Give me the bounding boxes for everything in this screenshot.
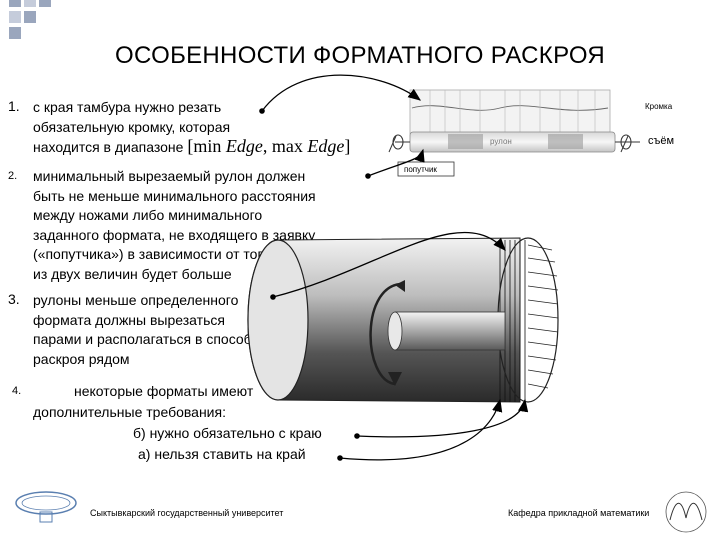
tambour-drum: [388, 89, 640, 177]
text-line: обязательную кромку, которая: [33, 118, 231, 135]
text-line: быть не меньше минимального расстояния: [33, 187, 316, 204]
text-line: («попутчика») в зависимости от того кака…: [33, 246, 314, 262]
text-line: парами и располагаться в способе: [33, 331, 260, 347]
text-line: между ножами либо минимального: [33, 207, 263, 223]
math-max: max: [271, 136, 303, 156]
footer-department: Кафедра прикладной математики: [508, 508, 650, 518]
item-number: 1.: [8, 98, 20, 114]
connector-arrows: [261, 74, 529, 461]
corner-decoration: [9, 11, 21, 23]
math-var: Edge: [225, 136, 263, 156]
item-4-line-1: некоторые форматы имеют: [74, 383, 254, 399]
kromka-label: Кромка: [645, 102, 673, 111]
text-line: формата должны вырезаться: [33, 311, 225, 328]
page-title: ОСОБЕННОСТИ ФОРМАТНОГО РАСКРОЯ: [115, 42, 605, 69]
text-line: заданного формата, не входящего в заявку: [33, 226, 316, 243]
university-logo: [15, 491, 77, 523]
text-line: раскроя рядом: [33, 350, 130, 367]
corner-decoration: [24, 0, 36, 7]
department-logo: [665, 491, 707, 533]
item-4-line-2: дополнительные требования:: [33, 404, 226, 420]
sjom-label: съём: [648, 135, 675, 147]
text-line-part: находится в диапазоне: [33, 139, 184, 155]
text-line: из двух величин будет больше: [33, 265, 232, 282]
item-number: 4.: [12, 385, 22, 397]
footer-university: Сыктывкарский государственный университе…: [90, 508, 284, 518]
text-line: находится в диапазоне [min Edge, max Edg…: [33, 136, 363, 158]
corner-decoration: [9, 27, 21, 39]
math-min: min: [193, 136, 222, 156]
big-roll: [247, 237, 559, 403]
corner-decoration: [24, 11, 36, 23]
item-1-text: с края тамбура нужно резать обязательную…: [33, 98, 363, 158]
math-var: Edge: [307, 136, 345, 156]
corner-decoration: [9, 0, 21, 7]
corner-decoration: [39, 0, 51, 7]
item-number: 2.: [8, 170, 18, 182]
item-3-text: рулоны меньше определенного формата долж…: [33, 291, 293, 369]
rulon-label: рулон: [490, 137, 512, 146]
item-4-subitem-a: а) нельзя ставить на край: [138, 446, 306, 462]
edge-range-formula: [min Edge, max Edge]: [187, 136, 351, 156]
item-2-text: минимальный вырезаемый рулон должен быть…: [33, 167, 373, 284]
poputchik-label: попутчик: [404, 165, 437, 174]
item-4-subitem-b: б) нужно обязательно с краю: [133, 425, 322, 441]
math-sep: ,: [262, 136, 268, 156]
text-line: с края тамбура нужно резать: [33, 99, 222, 115]
text-line: минимальный вырезаемый рулон должен: [33, 168, 306, 184]
connector-dots: [259, 108, 371, 461]
item-number: 3.: [8, 291, 20, 307]
text-line: рулоны меньше определенного: [33, 292, 239, 308]
